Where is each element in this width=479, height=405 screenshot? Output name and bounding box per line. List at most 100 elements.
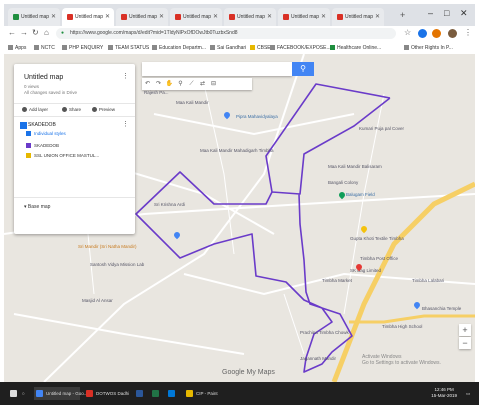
extension-icon[interactable] — [418, 29, 427, 38]
taskbar-app-icon[interactable] — [150, 387, 162, 400]
browser-tab[interactable]: Untitled map✕ — [8, 8, 60, 26]
new-tab-icon[interactable]: + — [400, 10, 406, 20]
url-field[interactable]: ●https://www.google.com/maps/d/edit?mid=… — [56, 28, 396, 39]
add-layer-button[interactable]: Add layer — [22, 107, 48, 113]
browser-tab[interactable]: Untitled map✕ — [278, 8, 330, 26]
bookmark-label: PHP ENQUIRY — [69, 45, 104, 51]
chevron-down-icon: ▾ — [24, 204, 28, 210]
zoom-out-button[interactable]: − — [459, 337, 471, 349]
share-button[interactable]: Share — [62, 107, 81, 113]
close-tab-icon[interactable]: ✕ — [374, 14, 380, 20]
undo-icon[interactable]: ↶ — [144, 81, 151, 87]
activate-windows-watermark: Activate Windows Go to Settings to activ… — [362, 354, 441, 366]
taskbar-app-icon[interactable] — [134, 387, 146, 400]
hand-icon[interactable]: ✋ — [165, 81, 174, 87]
url-text: https://www.google.com/maps/d/edit?mid=1… — [70, 30, 238, 36]
map-label: Prachina Timbha Chowk — [300, 330, 349, 335]
drawn-polygon-line — [135, 83, 391, 373]
apps-icon — [8, 45, 13, 51]
layer-checkbox[interactable] — [20, 122, 27, 129]
bookmark[interactable]: Other Rights In P... — [404, 42, 453, 54]
taskbar-label: DOTWOS Dadhi — [96, 391, 130, 396]
search-input[interactable] — [142, 62, 292, 76]
bookmark[interactable]: Sai Gandhari — [210, 42, 246, 54]
bookmark[interactable]: CBSE — [250, 42, 271, 54]
layer-item[interactable]: SSL UNION OFFICE MASTUL... — [26, 153, 99, 159]
browser-tab[interactable]: Untitled map✕ — [224, 8, 276, 26]
zoom-in-button[interactable]: + — [459, 324, 471, 336]
bookmark[interactable]: TEAM STATUS — [108, 42, 149, 54]
map-label: Maa Kali Mandir Balisaram — [328, 164, 382, 169]
taskbar-item[interactable]: CIP - Paint — [184, 387, 218, 400]
directions-icon[interactable]: ⇄ — [199, 81, 206, 87]
preview-label: Preview — [99, 107, 116, 112]
map-title[interactable]: Untitled map — [24, 74, 64, 81]
extension-icon[interactable] — [432, 29, 441, 38]
windows-taskbar: ○ Untitled map - Goo... DOTWOS Dadhi CIP… — [0, 382, 479, 405]
close-tab-icon[interactable]: ✕ — [320, 14, 326, 20]
forward-icon[interactable]: → — [20, 28, 28, 37]
bookmark-icon — [62, 45, 67, 51]
taskbar-item[interactable]: Untitled map - Goo... — [34, 387, 88, 400]
bookmark-apps[interactable]: Apps — [8, 42, 26, 54]
add-marker-icon[interactable]: ⚲ — [178, 81, 183, 87]
map-canvas[interactable]: Untitled map 0 views All changes saved i… — [4, 54, 475, 382]
layer-options-icon[interactable]: ⋮ — [122, 121, 129, 128]
browser-tab[interactable]: Untitled map✕ — [170, 8, 222, 26]
bookmark[interactable]: Education Departm... — [152, 42, 206, 54]
search-button[interactable]: ⚲ — [292, 62, 314, 76]
preview-button[interactable]: Preview — [92, 107, 116, 113]
browser-tab[interactable]: Untitled map✕ — [332, 8, 384, 26]
redo-icon[interactable]: ↷ — [155, 81, 162, 87]
search-taskbar-icon[interactable]: ○ — [22, 391, 25, 396]
browser-tab[interactable]: Untitled map✕ — [116, 8, 168, 26]
tab-label: Untitled map — [75, 14, 104, 20]
minimize-icon[interactable]: – — [428, 8, 434, 18]
bookmark-label: Education Departm... — [159, 45, 206, 51]
back-icon[interactable]: ← — [8, 28, 16, 37]
base-map-toggle[interactable]: ▾ Base map — [14, 197, 135, 210]
window-close-icon[interactable]: ✕ — [460, 8, 468, 18]
taskbar-item[interactable]: DOTWOS Dadhi — [84, 387, 129, 400]
map-options-icon[interactable]: ⋮ — [122, 73, 129, 80]
close-tab-icon[interactable]: ✕ — [212, 14, 218, 20]
star-icon[interactable]: ☆ — [404, 28, 412, 37]
explorer-icon — [168, 390, 175, 398]
ruler-icon[interactable]: ⊟ — [210, 81, 217, 87]
style-icon — [26, 131, 31, 137]
close-tab-icon[interactable]: ✕ — [266, 14, 272, 20]
close-tab-icon[interactable]: ✕ — [158, 14, 164, 20]
tab-label: Untitled map — [237, 14, 266, 20]
draw-line-icon[interactable]: ⟋ — [189, 81, 194, 87]
close-tab-icon[interactable]: ✕ — [50, 14, 56, 20]
map-label: Bhasanchia Temple — [422, 306, 462, 311]
bookmark[interactable]: PHP ENQUIRY — [62, 42, 103, 54]
map-label: Timbha Lalabari — [412, 278, 445, 283]
layer-style-link[interactable]: Individual styles — [26, 131, 66, 137]
home-icon[interactable]: ⌂ — [44, 28, 49, 37]
panel-actions: Add layer Share Preview — [14, 103, 135, 117]
layer-name[interactable]: SKADEDOB — [28, 122, 56, 128]
profile-avatar-icon[interactable] — [448, 29, 457, 38]
reload-icon[interactable]: ↻ — [32, 28, 39, 37]
bookmark[interactable]: FACEBOOK/EXPOSE... — [270, 42, 331, 54]
address-bar-row: ← → ↻ ⌂ ●https://www.google.com/maps/d/e… — [4, 26, 475, 43]
bookmark[interactable]: Healthcare Online... — [330, 42, 381, 54]
start-button[interactable] — [8, 387, 20, 400]
browser-tab-active[interactable]: Untitled map✕ — [62, 8, 114, 26]
close-tab-icon[interactable]: ✕ — [104, 14, 110, 20]
minus-icon: − — [462, 338, 468, 348]
watermark-line: Activate Windows — [362, 354, 402, 360]
folder-icon — [404, 45, 409, 51]
notifications-icon[interactable]: ▭ — [466, 391, 471, 396]
bookmark[interactable]: NCTC — [34, 42, 55, 54]
map-label: Bangali Colony — [328, 180, 359, 185]
taskbar-app-icon[interactable] — [166, 387, 178, 400]
map-label: Timbha Market — [322, 278, 352, 283]
chrome-menu-icon[interactable]: ⋮ — [464, 28, 472, 37]
system-clock[interactable]: 12:46 PM 15-Mar-2019 — [431, 387, 457, 399]
layer-item[interactable]: SKADEDOB — [26, 143, 59, 149]
maximize-icon[interactable]: □ — [444, 8, 450, 18]
map-label: Rajesh Pa... — [144, 90, 169, 95]
